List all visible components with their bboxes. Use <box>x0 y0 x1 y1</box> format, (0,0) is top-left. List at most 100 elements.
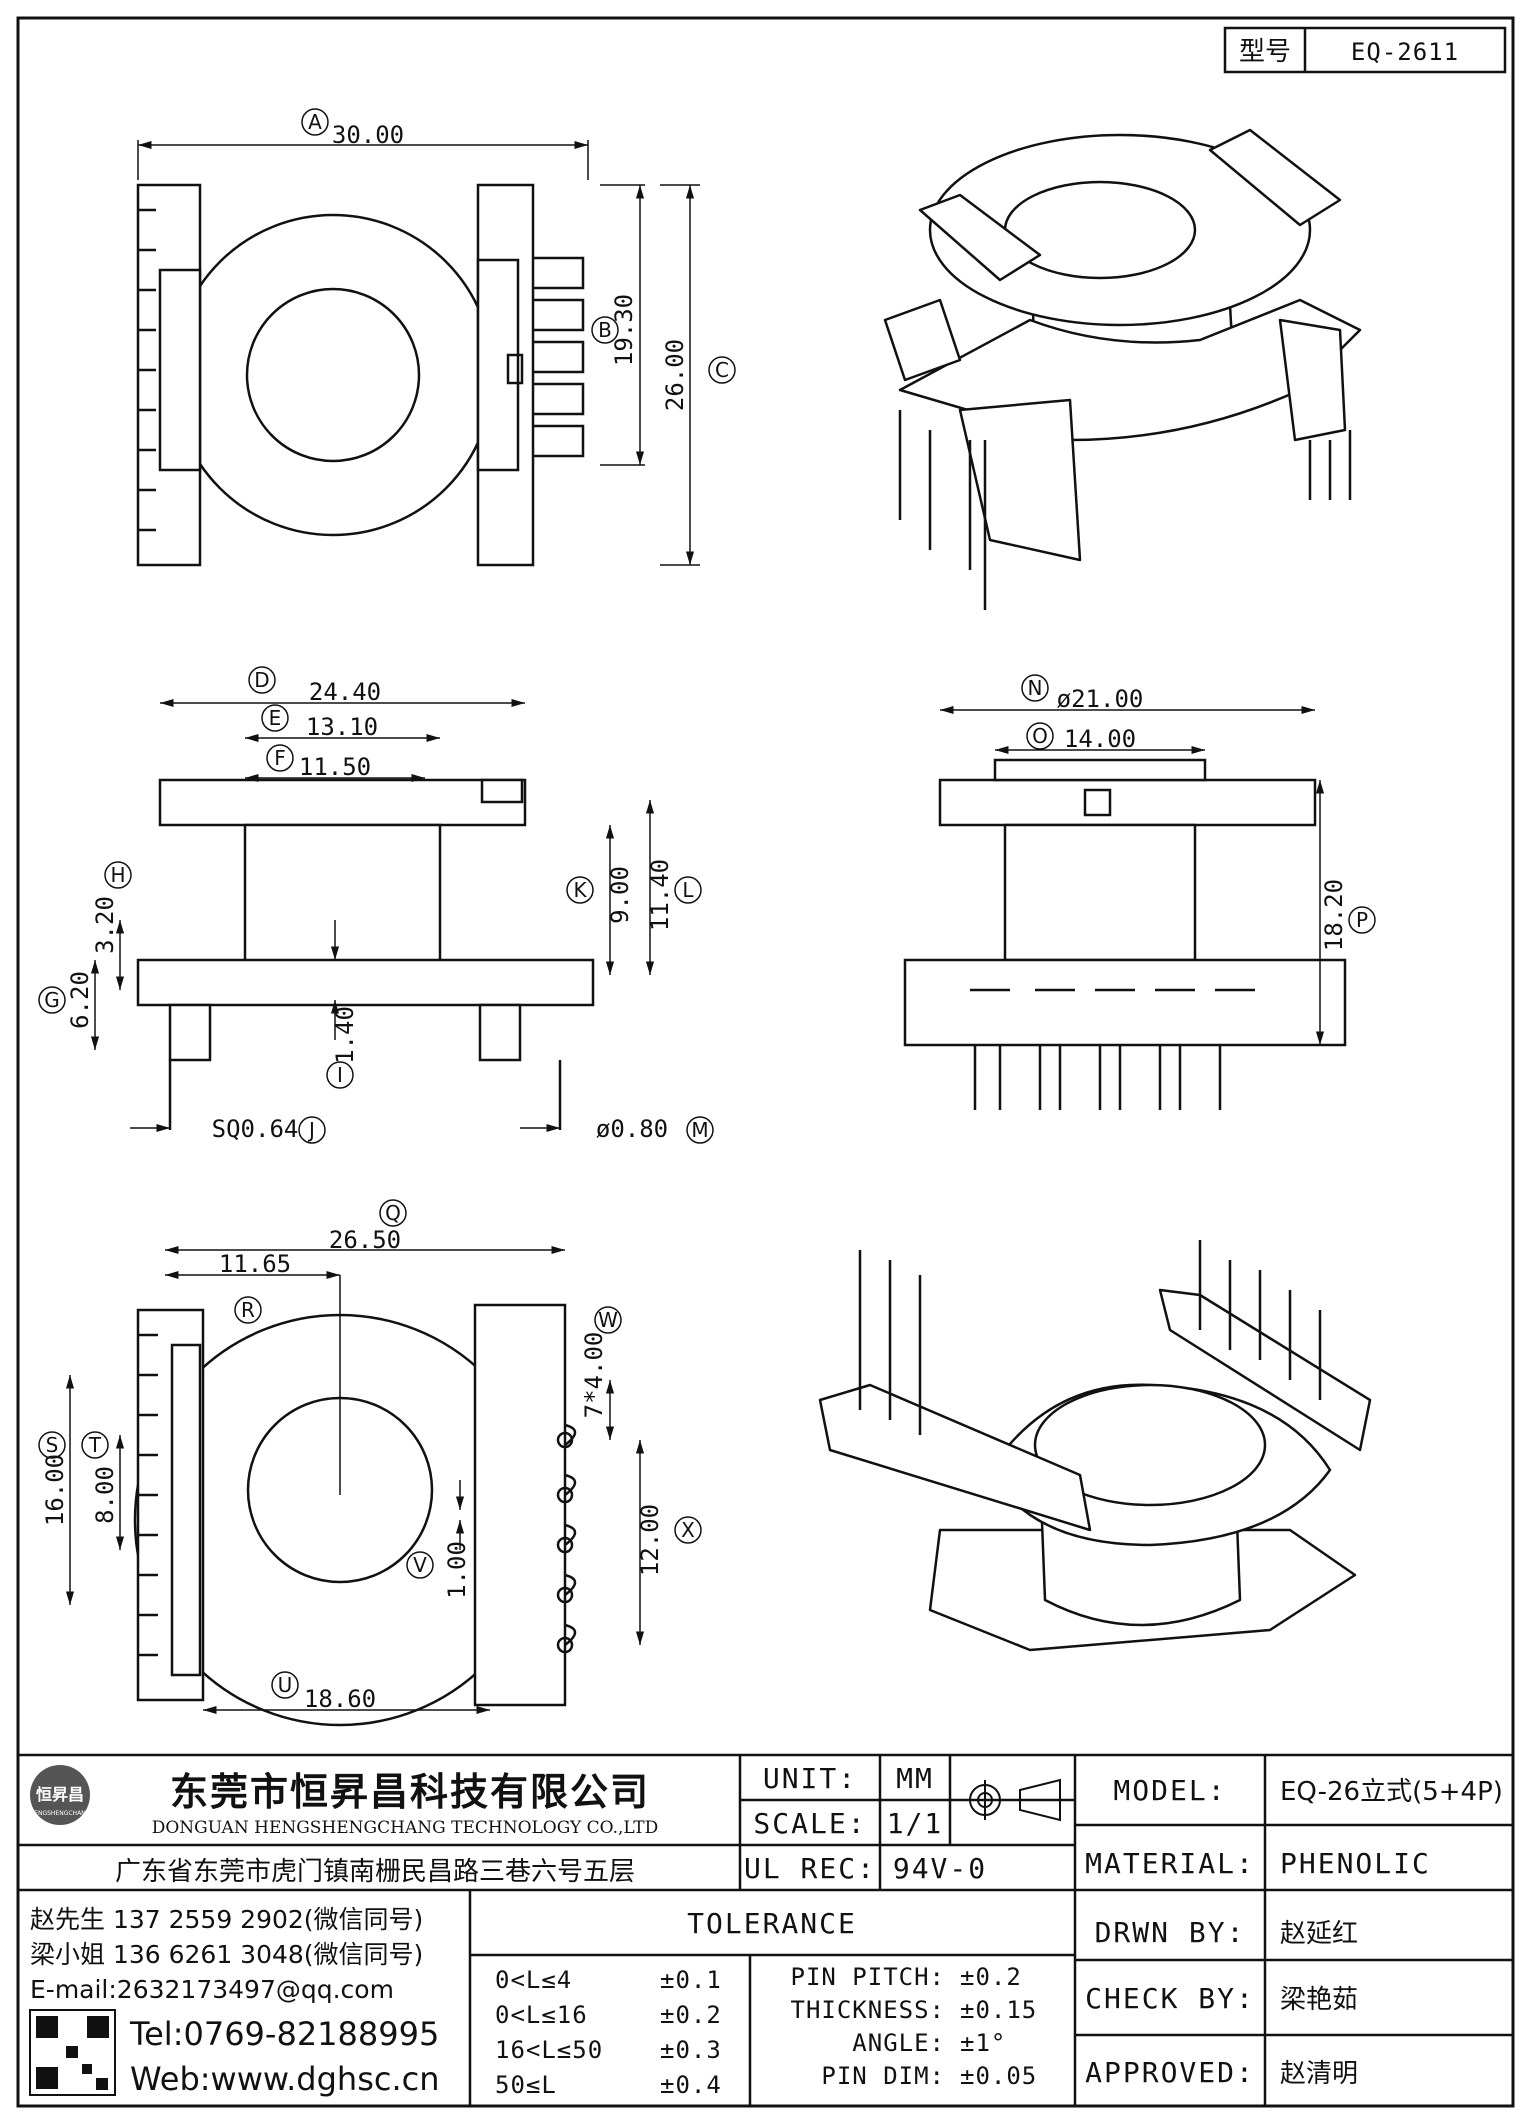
dim-B-value: 19.30 <box>610 294 638 366</box>
dim-N-value: ø21.00 <box>1057 685 1144 713</box>
tol-value-4: ±0.4 <box>660 2071 722 2099</box>
model-box: 型号 EQ-2611 <box>1223 26 1507 74</box>
dim-A-value: 30.00 <box>332 121 404 149</box>
approved-value: 赵清明 <box>1280 2059 1358 2089</box>
dim-H-letter: H <box>110 863 125 887</box>
dim-P-value: 18.20 <box>1320 879 1348 951</box>
scale-label: SCALE: <box>753 1807 866 1840</box>
unit-label: UNIT: <box>763 1762 857 1795</box>
bottom-view <box>133 1303 577 1727</box>
spec-tol-2: ±0.15 <box>960 1996 1037 2024</box>
dim-I-letter: I <box>337 1063 343 1087</box>
company-address: 广东省东莞市虎门镇南栅民昌路三巷六号五层 <box>115 1857 635 1887</box>
dim-I-value: 1.40 <box>331 1006 359 1064</box>
contact-line-2: 梁小姐 136 6261 3048(微信同号) <box>30 1940 423 1969</box>
dim-T-letter: T <box>88 1433 102 1457</box>
dim-N-letter: N <box>1028 676 1043 700</box>
front-view-dimensions <box>940 705 1325 1045</box>
dim-L-letter: L <box>682 878 694 902</box>
tol-range-3: 16<L≤50 <box>495 2036 603 2064</box>
dim-D-value: 24.40 <box>309 678 381 706</box>
bottom-view-dimensions <box>65 1245 645 1715</box>
top-view-dimensions: A 30.00 B 19.30 C 26.00 <box>137 108 736 566</box>
dim-O-value: 14.00 <box>1064 725 1136 753</box>
dim-G-letter: G <box>44 988 60 1012</box>
dim-E-letter: E <box>269 706 282 730</box>
qr-code-icon <box>29 2009 116 2096</box>
dim-C-letter: C <box>715 358 729 382</box>
tol-range-4: 50≤L <box>495 2071 557 2099</box>
dim-V-letter: V <box>413 1553 427 1577</box>
dim-W-value: 7*4.00 <box>580 1332 608 1419</box>
dim-J-letter: J <box>307 1118 315 1142</box>
front-view <box>903 758 1347 1110</box>
dim-F-value: 11.50 <box>299 753 371 781</box>
dim-M-letter: M <box>691 1118 708 1142</box>
check-by-value: 梁艳茹 <box>1280 1985 1358 2015</box>
spec-name-4: PIN DIM: <box>821 2062 945 2090</box>
tel: Tel:0769-82188995 <box>129 2015 439 2053</box>
dim-A-letter: A <box>308 110 322 134</box>
side-view-labels: D 24.40 E 13.10 F 11.50 H 3.20 G 6.20 K … <box>38 666 714 1144</box>
material-value: PHENOLIC <box>1280 1847 1431 1880</box>
drawn-by-value: 赵延红 <box>1280 1919 1358 1949</box>
company-name-cn: 东莞市恒昇昌科技有限公司 <box>170 1770 650 1814</box>
web: Web:www.dghsc.cn <box>130 2060 440 2098</box>
dim-C-value: 26.00 <box>661 339 689 411</box>
dim-B-letter: B <box>598 318 612 342</box>
dim-X-value: 12.00 <box>636 1504 664 1576</box>
top-view <box>136 183 585 567</box>
company-logo: 恒昇昌 HENGSHENGCHANG <box>30 1765 91 1825</box>
iso-view-bottom <box>818 1240 1372 1652</box>
bottom-view-labels: Q 26.50 11.65 R W 7*4.00 S 16.00 T 8.00 … <box>38 1199 702 1713</box>
dim-U-letter: U <box>278 1673 293 1697</box>
dim-E-value: 13.10 <box>306 713 378 741</box>
dim-1165-value: 11.65 <box>219 1250 291 1278</box>
dim-K-value: 9.00 <box>606 866 634 924</box>
approved-label: APPROVED: <box>1085 2056 1255 2089</box>
projection-symbol-icon <box>965 1778 1061 1822</box>
dim-W-letter: W <box>598 1308 618 1332</box>
scale-value: 1/1 <box>887 1807 944 1840</box>
dim-Q-value: 26.50 <box>329 1226 401 1254</box>
check-by-label: CHECK BY: <box>1085 1982 1255 2015</box>
tolerance-title: TOLERANCE <box>687 1907 857 1940</box>
dim-V-value: 1.00 <box>443 1541 471 1599</box>
front-view-labels: N ø21.00 O 14.00 P 18.20 <box>1021 674 1376 951</box>
spec-name-2: THICKNESS: <box>791 1996 946 2024</box>
dim-S-letter: S <box>46 1433 59 1457</box>
dim-S-value: 16.00 <box>41 1454 69 1526</box>
model-box-label: 型号 <box>1239 37 1291 67</box>
model-value: EQ-26立式(5+4P) <box>1280 1777 1503 1807</box>
contact-email: E-mail:2632173497@qq.com <box>30 1975 394 2004</box>
logo-subtext: HENGSHENGCHANG <box>30 1810 91 1817</box>
side-view <box>136 778 595 1130</box>
material-label: MATERIAL: <box>1085 1847 1255 1880</box>
company-name-en: DONGUAN HENGSHENGCHANG TECHNOLOGY CO.,LT… <box>152 1818 659 1838</box>
dim-J-value: SQ0.64 <box>212 1115 299 1143</box>
dim-O-letter: O <box>1032 724 1048 748</box>
spec-tol-3: ±1° <box>960 2029 1006 2057</box>
drawn-by-label: DRWN BY: <box>1095 1916 1246 1949</box>
model-box-value: EQ-2611 <box>1351 38 1459 66</box>
dim-H-value: 3.20 <box>91 896 119 954</box>
iso-view-top <box>883 128 1362 610</box>
model-label: MODEL: <box>1113 1774 1226 1807</box>
sheet-border <box>16 16 1515 2108</box>
title-block <box>18 1753 1513 2106</box>
tol-range-1: 0<L≤4 <box>495 1966 572 1994</box>
spec-name-3: ANGLE: <box>852 2029 945 2057</box>
tol-range-2: 0<L≤16 <box>495 2001 588 2029</box>
dim-X-letter: X <box>681 1518 695 1542</box>
ulrec-value: 94V-0 <box>893 1852 987 1885</box>
dim-D-letter: D <box>254 668 269 692</box>
spec-name-1: PIN PITCH: <box>791 1963 946 1991</box>
unit-value: MM <box>896 1762 934 1795</box>
dim-G-value: 6.20 <box>66 971 94 1029</box>
dim-U-value: 18.60 <box>304 1685 376 1713</box>
ulrec-label: UL REC: <box>744 1852 876 1885</box>
tol-value-1: ±0.1 <box>660 1966 722 1994</box>
spec-tol-1: ±0.2 <box>960 1963 1022 1991</box>
dim-R-letter: R <box>241 1298 255 1322</box>
